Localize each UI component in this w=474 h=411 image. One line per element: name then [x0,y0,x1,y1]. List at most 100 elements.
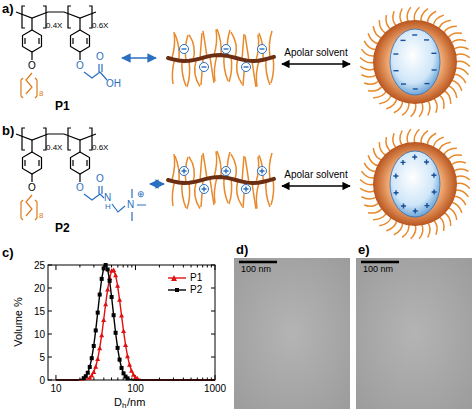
data-marker [105,287,110,292]
legend-label: P2 [190,284,202,295]
legend-label: P1 [190,272,202,283]
data-marker [100,277,104,281]
corona-chain [368,208,383,214]
alkyl-chain [172,32,175,58]
charge-circle [258,167,267,176]
charge-sign [244,66,249,67]
subscript: 8 [39,90,43,99]
alkyl-chain [231,32,236,58]
axis-title: D [114,396,122,408]
data-marker [129,368,134,373]
charge-circle [180,45,189,54]
corona-chain [360,58,375,63]
data-marker [127,362,132,367]
corona-chain [400,9,403,24]
charge-circle [258,45,267,54]
equivalence-arrow [122,57,156,59]
y-tick [48,334,215,335]
alkyl-chain [189,35,194,61]
alkyl-chain [242,156,244,182]
polymer-name: P2 [55,222,70,235]
corona-chain [439,94,445,109]
x-tick [215,265,216,380]
backbone [168,177,274,183]
x-tick [183,265,184,380]
charge-sign [182,48,187,49]
alkyl-chain [269,31,272,57]
corona-chain [439,216,445,231]
corona-chain [427,100,430,115]
data-marker [97,346,102,351]
corona-chain [427,222,430,237]
data-marker [112,313,116,317]
panel-letter: a) [2,2,14,16]
corona-chain [360,180,375,185]
alkyl-chain [245,157,249,183]
corona-chain [407,129,411,144]
panel-letter: e) [358,243,370,257]
polymer-name: P1 [55,100,70,113]
axis-tick-label: 5 [39,352,45,363]
micelle-core [390,151,440,217]
alkyl-chain [266,59,270,85]
x-tick [135,265,136,380]
axis-tick-label: 100 [127,383,144,394]
corona-chain [362,171,376,178]
data-marker [121,329,126,334]
corona-chain [393,133,397,148]
scale-bar [239,261,277,264]
subscript: 8 [39,212,43,221]
alkyl-chain [256,61,259,87]
charge-sign [401,40,406,41]
charge-sign [182,169,187,174]
alkyl-chain [214,151,217,177]
charge-sign [424,39,429,40]
charge-circle [242,63,251,72]
corona-chain [453,169,468,172]
x-tick [127,265,128,380]
alkyl-chain [195,183,200,209]
charge-sign [431,173,436,178]
charge-sign [202,66,207,67]
corona-chain [402,224,409,238]
corona-chain [421,131,428,145]
x-tick [202,265,203,380]
corona-chain [433,98,437,113]
tem-image [234,258,350,409]
data-marker [106,267,110,271]
alkyl-chain [210,179,214,205]
corona-chain [407,7,411,22]
y-tick [48,311,215,312]
condition-label: Apolar solvent [284,47,347,58]
data-marker [96,311,100,315]
micelle [360,7,470,117]
subscript: 0.4X [46,22,62,31]
charge-sign [394,70,399,71]
alkyl-chain [214,29,217,55]
atom-label: O [76,182,84,193]
charge-sign [432,189,437,194]
data-marker [120,366,124,370]
alkyl-chain [182,60,186,86]
alkyl-chain [224,177,228,203]
corona-chain [364,80,379,84]
data-marker [84,374,88,378]
corona-chain [455,68,469,75]
charge-sign [413,88,418,89]
alkyl-chain [252,61,256,87]
data-marker [94,328,98,332]
alkyl-chain [217,29,221,55]
charge-circle [200,185,209,194]
corona-chain [419,102,423,117]
alkyl-chain [224,55,228,81]
axis-tick-label: 10 [50,383,61,394]
corona-chain [419,224,423,239]
alkyl-chain [271,179,274,205]
corona-chain [411,102,416,117]
axis-title: /nm [127,396,145,408]
micelles [360,7,470,239]
charge-sign [424,83,429,84]
alkyl-chain [214,55,217,81]
atom-label: H [105,203,111,212]
charge-circle [200,63,209,72]
